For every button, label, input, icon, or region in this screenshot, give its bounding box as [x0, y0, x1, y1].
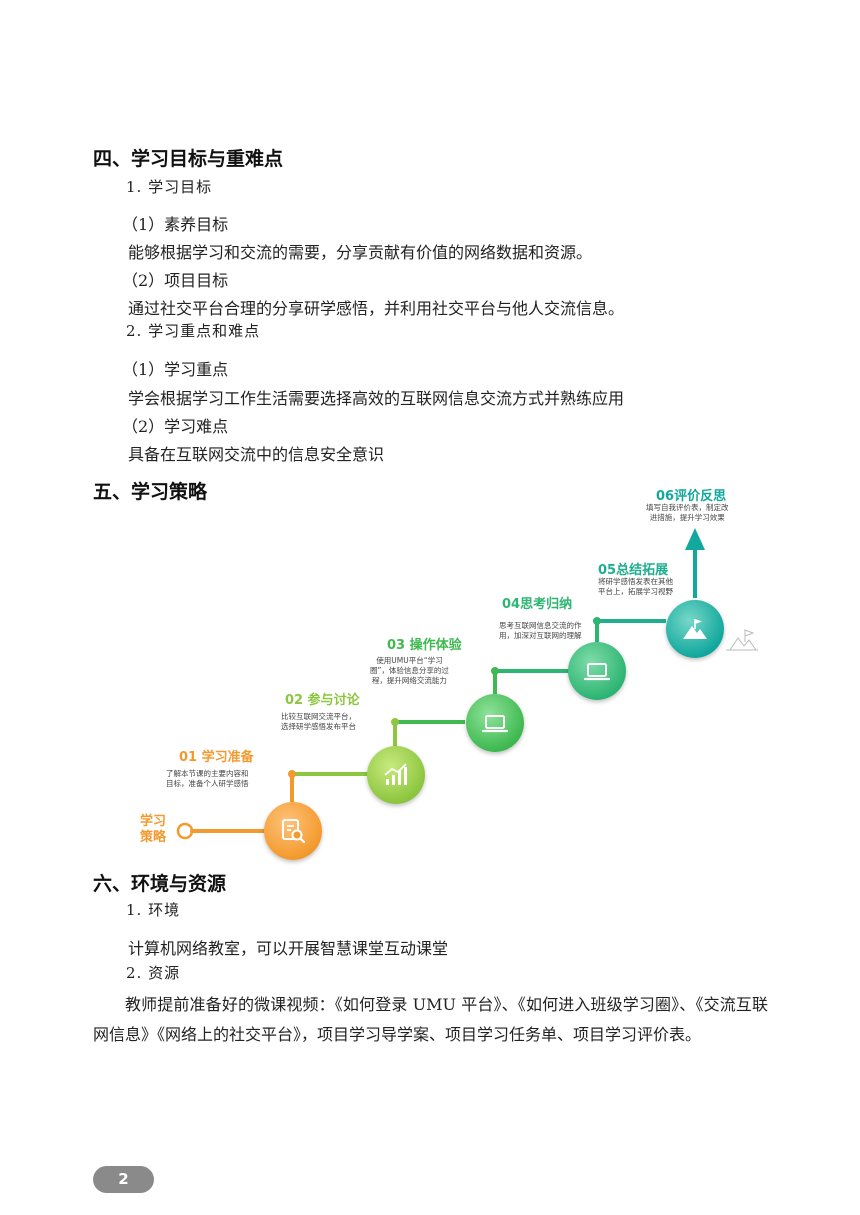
- difficulty-text: 具备在互联网交流中的信息安全意识: [128, 445, 385, 464]
- step-6-desc: 填写自我评价表，制定改 进措施，提升学习效果: [646, 503, 729, 522]
- goal-text-project: 通过社交平台合理的分享研学感悟，并利用社交平台与他人交流信息。: [128, 299, 625, 318]
- step-3-title: 03 操作体验: [387, 638, 462, 653]
- start-node: [176, 822, 194, 840]
- subheading-environment: 1. 环境: [126, 901, 181, 919]
- step-5-node: [666, 600, 724, 658]
- section-heading-goals: 四、学习目标与重难点: [93, 148, 284, 170]
- difficulty-label: （2）学习难点: [122, 417, 229, 436]
- step-3-desc: 使用UMU平台“学习 圈”，体验信息分享的过 程，提升网络交流能力: [370, 656, 449, 685]
- step-2-desc: 比较互联网交流平台， 选择研学感悟发布平台: [281, 712, 356, 731]
- strategy-start-label: 学习 策略: [140, 814, 166, 846]
- subheading-learning-goals: 1. 学习目标: [126, 178, 213, 196]
- step-4-title: 04思考归纳: [502, 597, 573, 612]
- goal-label-project: （2）项目目标: [122, 271, 229, 290]
- start-label-line1: 学习: [140, 814, 167, 829]
- environment-text: 计算机网络教室，可以开展智慧课堂互动课堂: [128, 939, 449, 958]
- decorative-mountain-icon: [726, 629, 758, 651]
- laptop-icon: [481, 715, 509, 733]
- goal-text-literacy: 能够根据学习和交流的需要，分享贡献有价值的网络数据和资源。: [128, 243, 593, 262]
- step-2-node: [367, 746, 425, 804]
- step-3-node: [466, 694, 524, 752]
- arrow-up-icon: [685, 528, 705, 550]
- search-document-icon: [282, 819, 306, 844]
- resources-text: 教师提前准备好的微课视频：《如何登录 UMU 平台》、《如何进入班级学习圈》、《…: [93, 995, 768, 1044]
- growth-chart-icon: [384, 763, 407, 785]
- step-4-desc: 思考互联网信息交流的作 用，加深对互联网的理解: [499, 621, 582, 640]
- keypoint-text: 学会根据学习工作生活需要选择高效的互联网信息交流方式并熟练应用: [128, 389, 625, 408]
- step-1-desc: 了解本节课的主要内容和 目标，准备个人研学感悟: [166, 769, 249, 788]
- learning-strategy-diagram: 学习 策略: [138, 480, 762, 865]
- subheading-key-points: 2. 学习重点和难点: [126, 322, 261, 340]
- start-label-line2: 策略: [140, 830, 167, 845]
- section-heading-strategy: 五、学习策略: [93, 481, 208, 503]
- step-5-title: 05总结拓展: [598, 563, 669, 578]
- step-2-title: 02 参与讨论: [285, 693, 360, 708]
- subheading-resources: 2. 资源: [126, 964, 181, 982]
- keypoint-label: （1）学习重点: [122, 360, 229, 379]
- mountain-flag-icon: [683, 619, 707, 639]
- step-5-desc: 将研学感悟发表在其他 平台上，拓展学习视野: [598, 577, 673, 596]
- step-4-node: [568, 642, 626, 700]
- step-6-title: 06评价反思: [656, 489, 727, 504]
- laptop-icon: [583, 663, 611, 681]
- staircase-path: [176, 528, 758, 840]
- goal-label-literacy: （1）素养目标: [122, 215, 229, 234]
- step-1-node: [264, 802, 322, 860]
- page-number: 2: [93, 1166, 154, 1193]
- section-heading-resources: 六、环境与资源: [93, 873, 227, 895]
- step-1-title: 01 学习准备: [179, 750, 254, 765]
